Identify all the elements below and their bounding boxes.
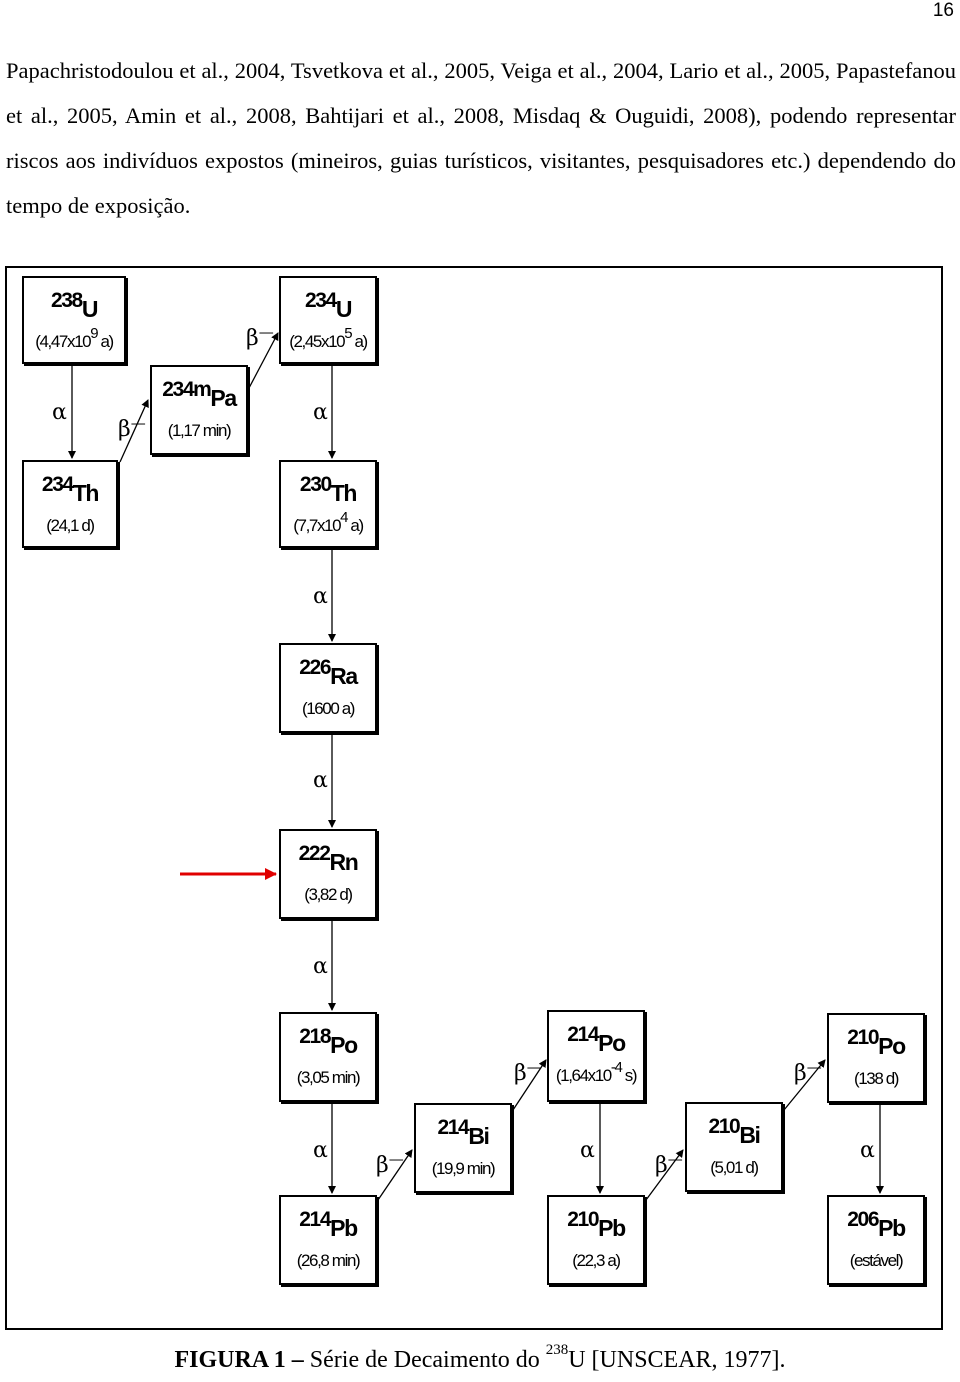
half-life-exponent: 4	[340, 509, 348, 526]
decay-label-alpha: α	[313, 768, 328, 793]
decay-series-diagram	[5, 266, 943, 1330]
mass-number: 222	[298, 842, 331, 865]
element-symbol: Ra	[330, 663, 358, 689]
nuclide-rn222: 222Rn (3,82 d)	[279, 829, 377, 919]
mass-number: 210	[847, 1026, 879, 1049]
nuclide-po214: 214Po (1,64x10-4 s)	[547, 1010, 645, 1102]
nuclide-bi214: 214Bi (19,9 min)	[414, 1103, 512, 1193]
element-symbol: U	[335, 296, 353, 322]
decay-label-beta: β—	[376, 1150, 404, 1178]
element-symbol: Pb	[330, 1215, 358, 1241]
nuclide-po210: 210Po (138 d)	[827, 1013, 925, 1103]
nuclide-pb210: 210Pb (22,3 a)	[547, 1195, 645, 1285]
decay-label-alpha: α	[313, 584, 328, 609]
half-life: (1,17 min)	[167, 421, 232, 440]
nuclide-th234: 234Th (24,1 d)	[22, 460, 118, 548]
mass-number: 214	[437, 1116, 469, 1139]
body-paragraph: Papachristodoulou et al., 2004, Tsvetkov…	[6, 58, 956, 218]
half-life-exponent: 5	[344, 325, 352, 342]
mass-number: 226	[299, 656, 331, 679]
element-symbol: Pa	[210, 385, 237, 411]
nuclide-bi210: 210Bi (5,01 d)	[685, 1102, 783, 1192]
half-life: (3,82 d)	[304, 885, 353, 904]
half-life: (4,47x10	[35, 332, 91, 351]
mass-number: 234m	[162, 378, 212, 401]
element-symbol: Po	[878, 1033, 906, 1059]
caption-text-end: U [UNSCEAR, 1977].	[568, 1347, 786, 1373]
mass-number: 238	[50, 289, 83, 312]
decay-label-alpha: α	[313, 400, 328, 425]
element-symbol: Bi	[739, 1122, 761, 1148]
half-life: (estável)	[849, 1251, 904, 1270]
decay-label-alpha: α	[580, 1138, 595, 1163]
caption-superscript: 238	[545, 1342, 569, 1358]
nuclide-th230: 230Th (7,7x104 a)	[279, 460, 377, 548]
element-symbol: U	[81, 296, 99, 322]
nuclide-u234: 234U (2,45x105 a)	[279, 276, 377, 364]
element-symbol: Bi	[468, 1123, 490, 1149]
mass-number: 234	[41, 473, 74, 496]
decay-label-beta: β—	[118, 414, 146, 442]
element-symbol: Rn	[329, 849, 358, 875]
half-life: (5,01 d)	[710, 1158, 759, 1177]
decay-label-alpha: α	[313, 954, 328, 979]
nuclide-u238: 238U (4,47x109 a)	[22, 276, 126, 364]
mass-number: 230	[299, 473, 332, 496]
decay-label-beta: β—	[514, 1058, 542, 1086]
mass-number: 210	[567, 1208, 599, 1231]
caption-dash: –	[285, 1347, 310, 1373]
decay-label-beta: β—	[655, 1150, 683, 1178]
mass-number: 218	[299, 1025, 331, 1048]
nuclide-po218: 218Po (3,05 min)	[279, 1012, 377, 1102]
mass-number: 234	[304, 289, 337, 312]
mass-number: 214	[567, 1023, 599, 1046]
nuclide-pb206: 206Pb (estável)	[827, 1195, 925, 1285]
half-life-unit: s)	[621, 1066, 638, 1085]
half-life-exponent: -4	[610, 1059, 623, 1076]
half-life: (138 d)	[853, 1069, 899, 1088]
element-symbol: Th	[72, 480, 100, 506]
half-life-unit: a)	[97, 332, 114, 351]
half-life-unit: a)	[347, 516, 364, 535]
half-life: (1,64x10	[555, 1066, 612, 1085]
nuclide-ra226: 226Ra (1600 a)	[279, 643, 377, 733]
mass-number: 214	[299, 1208, 331, 1231]
element-symbol: Pb	[878, 1215, 906, 1241]
decay-label-beta: β—	[246, 323, 274, 351]
caption-text: Série de Decaimento do	[309, 1347, 546, 1373]
decay-label-alpha: α	[52, 400, 67, 425]
half-life: (7,7x10	[293, 516, 341, 535]
half-life: (3,05 min)	[296, 1068, 361, 1087]
half-life-unit: a)	[351, 332, 368, 351]
figure-label: FIGURA 1	[174, 1347, 286, 1373]
element-symbol: Pb	[598, 1215, 626, 1241]
half-life: (22,3 a)	[572, 1251, 621, 1270]
decay-label-alpha: α	[313, 1138, 328, 1163]
half-life: (19,9 min)	[431, 1159, 496, 1178]
element-symbol: Po	[330, 1032, 358, 1058]
half-life: (2,45x10	[289, 332, 345, 351]
page-number: 16	[932, 0, 954, 21]
decay-label-alpha: α	[860, 1138, 875, 1163]
element-symbol: Po	[598, 1030, 626, 1056]
figure-caption: FIGURA 1 – Série de Decaimento do 238U […	[0, 1342, 960, 1374]
half-life: (24,1 d)	[46, 516, 95, 535]
half-life: (1600 a)	[301, 699, 356, 718]
decay-label-beta: β—	[794, 1058, 822, 1086]
half-life-exponent: 9	[90, 325, 98, 342]
mass-number: 210	[708, 1115, 740, 1138]
nuclide-pa234m: 234mPa (1,17 min)	[150, 365, 248, 455]
nuclide-pb214: 214Pb (26,8 min)	[279, 1195, 377, 1285]
half-life: (26,8 min)	[296, 1251, 361, 1270]
element-symbol: Th	[330, 480, 358, 506]
mass-number: 206	[847, 1208, 879, 1231]
